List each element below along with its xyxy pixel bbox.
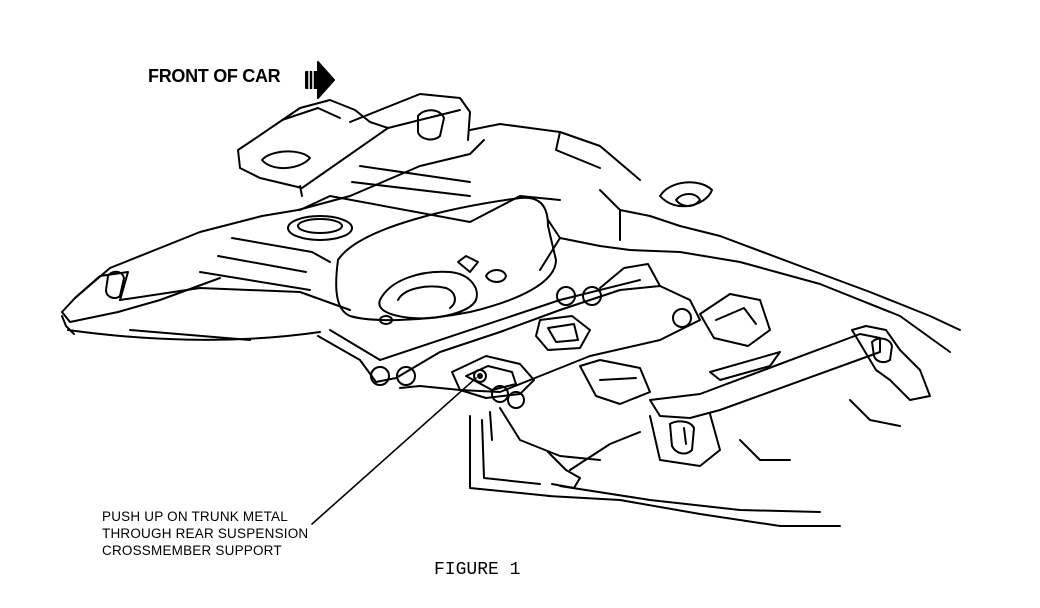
figure-caption: FIGURE 1 bbox=[434, 560, 521, 580]
right-quarter-panel bbox=[539, 181, 961, 353]
crossmember bbox=[317, 263, 701, 409]
callout-text: PUSH UP ON TRUNK METAL THROUGH REAR SUSP… bbox=[102, 508, 308, 559]
lower-rail bbox=[469, 407, 841, 527]
callout-line-3: CROSSMEMBER SUPPORT bbox=[102, 543, 282, 558]
front-arrow-icon bbox=[305, 61, 335, 99]
crossmember-support-pocket bbox=[451, 355, 535, 399]
spare-tire-well bbox=[335, 196, 557, 325]
front-of-car-label: FRONT OF CAR bbox=[148, 66, 281, 86]
trunk-floor-pan bbox=[119, 123, 641, 311]
upper-bracket bbox=[237, 93, 471, 197]
callout-line-1: PUSH UP ON TRUNK METAL bbox=[102, 509, 288, 524]
callout-leader-line bbox=[311, 377, 477, 525]
left-frame-rail bbox=[61, 139, 485, 341]
rear-suspension bbox=[579, 293, 931, 467]
callout-line-2: THROUGH REAR SUSPENSION bbox=[102, 526, 309, 541]
